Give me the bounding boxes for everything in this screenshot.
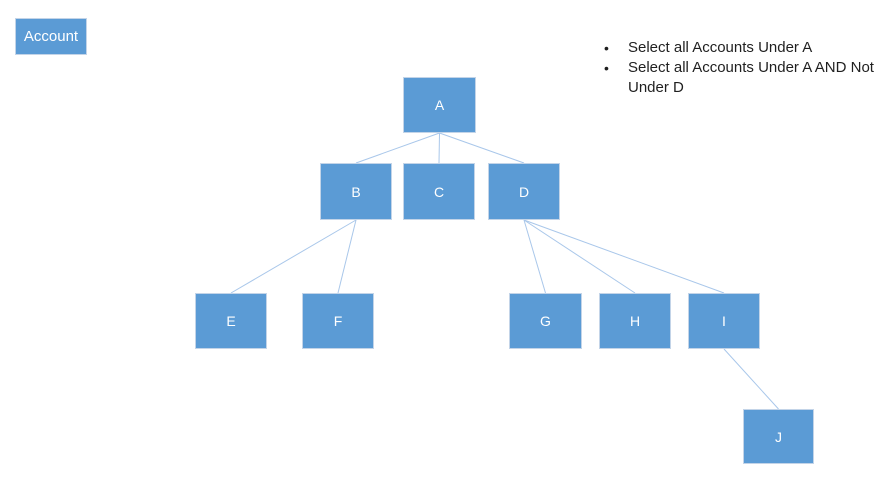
tree-edge-B-E [230, 219, 357, 294]
bullet-text: Select all Accounts Under A [628, 39, 813, 56]
tree-edge-D-G [523, 219, 546, 294]
tree-edge-B-F [337, 219, 357, 294]
tree-edge-A-D [439, 132, 525, 164]
tree-node-B[interactable]: B [320, 163, 392, 220]
tree-node-J[interactable]: J [743, 409, 814, 464]
tree-node-label: I [722, 313, 726, 329]
tree-node-label: C [433, 183, 445, 200]
tree-node-label: A [434, 97, 445, 113]
bullet-item: • Select all Accounts Under A [604, 38, 894, 58]
tree-node-label: B [351, 183, 361, 200]
tree-edge-A-B [355, 132, 440, 164]
tree-node-label: G [540, 313, 551, 329]
tree-edge-D-I [523, 219, 725, 294]
tree-node-A[interactable]: A [403, 77, 476, 133]
tree-node-H[interactable]: H [599, 293, 671, 349]
tree-node-C[interactable]: C [403, 163, 475, 220]
tree-node-label: E [226, 313, 236, 329]
account-chip[interactable]: Account [15, 18, 87, 55]
tree-edge-D-H [523, 219, 636, 294]
tree-node-E[interactable]: E [195, 293, 267, 349]
tree-edge-A-C [438, 132, 440, 164]
bullet-marker: • [604, 40, 609, 56]
bullet-item: • Select all Accounts Under A AND Not Un… [604, 58, 894, 98]
tree-node-I[interactable]: I [688, 293, 760, 349]
tree-node-F[interactable]: F [302, 293, 374, 349]
bullet-text: Select all Accounts Under A AND Not Unde… [628, 59, 874, 96]
notes-list: • Select all Accounts Under A • Select a… [604, 38, 894, 98]
tree-node-label: J [775, 428, 782, 445]
tree-node-D[interactable]: D [488, 163, 560, 220]
tree-node-label: D [518, 183, 530, 200]
tree-node-G[interactable]: G [509, 293, 582, 349]
bullet-marker: • [604, 60, 609, 76]
tree-node-label: H [629, 313, 641, 329]
tree-edge-I-J [723, 348, 779, 410]
tree-node-label: F [333, 313, 343, 329]
